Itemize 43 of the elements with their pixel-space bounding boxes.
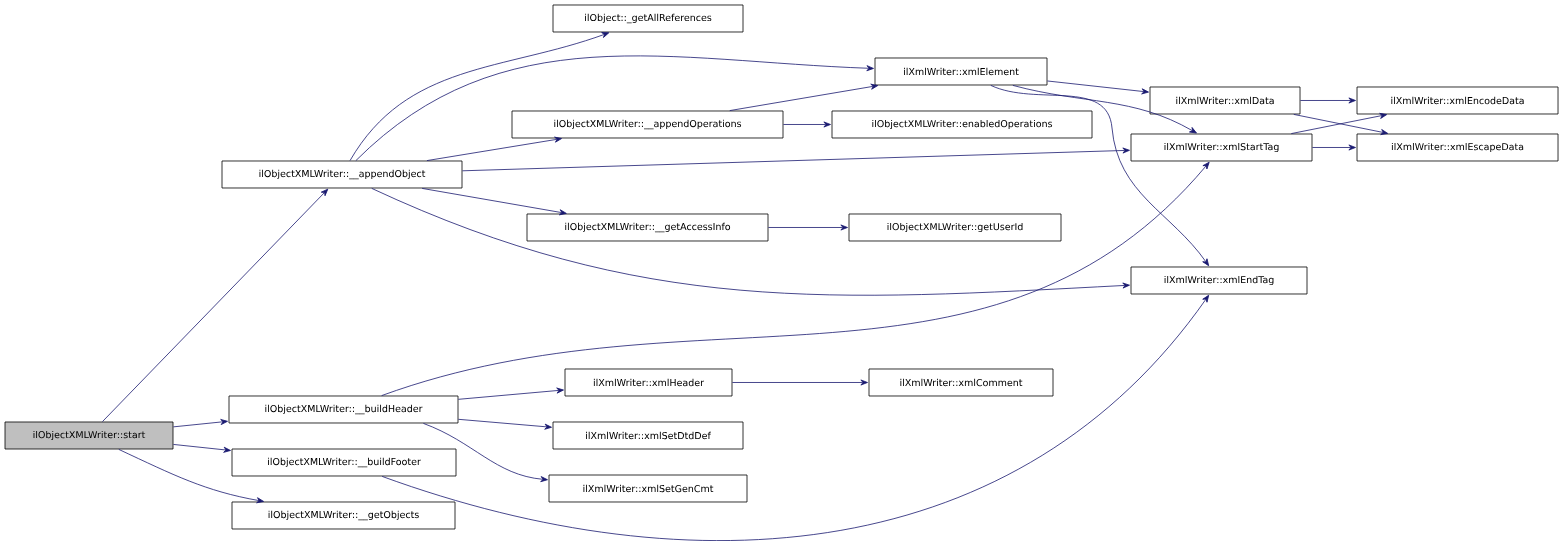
function-box: ilXmlWriter::xmlEscapeData: [1356, 133, 1559, 162]
function-box: ilObjectXMLWriter::__buildFooter: [231, 448, 457, 477]
arrow: [990, 85, 1210, 267]
arrow: [381, 294, 1210, 541]
arrow: [102, 188, 329, 422]
arrow: [458, 387, 564, 400]
arrow: [1300, 97, 1356, 104]
arrow: [462, 147, 1130, 172]
arrow: [421, 188, 567, 216]
function-box: ilObjectXMLWriter::__buildHeader: [228, 395, 459, 424]
arrow: [118, 449, 264, 504]
arrow: [173, 419, 228, 428]
function-box: ilXmlWriter::xmlHeader: [564, 368, 733, 397]
function-box: ilObjectXMLWriter::__getAccessInfo: [526, 213, 769, 242]
arrow: [458, 418, 552, 430]
arrow: [1012, 85, 1197, 134]
function-box: ilObjectXMLWriter::enabledOperations: [831, 110, 1093, 139]
function-box: ilObject::_getAllReferences: [552, 4, 744, 33]
function-box: ilXmlWriter::xmlSetDtdDef: [552, 421, 744, 450]
arrow: [173, 444, 231, 453]
arrow: [783, 121, 831, 128]
function-box: ilObjectXMLWriter::start: [4, 421, 174, 450]
function-box: ilObjectXMLWriter::__appendOperations: [511, 110, 784, 139]
arrow: [1047, 80, 1149, 95]
arrow: [349, 32, 610, 161]
arrow: [729, 83, 879, 111]
function-box: ilXmlWriter::xmlElement: [874, 57, 1048, 86]
arrow: [1312, 144, 1356, 151]
arrow: [371, 188, 1130, 296]
arrow: [732, 379, 868, 386]
function-box: ilXmlWriter::xmlStartTag: [1130, 133, 1313, 162]
function-box: ilXmlWriter::xmlSetGenCmt: [548, 474, 748, 503]
arrow: [426, 136, 562, 161]
function-box: ilObjectXMLWriter::__getObjects: [231, 501, 456, 530]
function-box: ilXmlWriter::xmlEncodeData: [1356, 86, 1559, 115]
function-box: ilObjectXMLWriter::getUserId: [848, 213, 1062, 242]
arrow: [381, 161, 1210, 396]
function-box: ilXmlWriter::xmlComment: [868, 368, 1054, 397]
arrow: [768, 224, 848, 231]
function-box: ilObjectXMLWriter::__appendObject: [221, 160, 463, 189]
arrow: [355, 55, 874, 161]
function-box: ilXmlWriter::xmlEndTag: [1130, 266, 1308, 295]
function-box: ilXmlWriter::xmlData: [1149, 86, 1301, 115]
